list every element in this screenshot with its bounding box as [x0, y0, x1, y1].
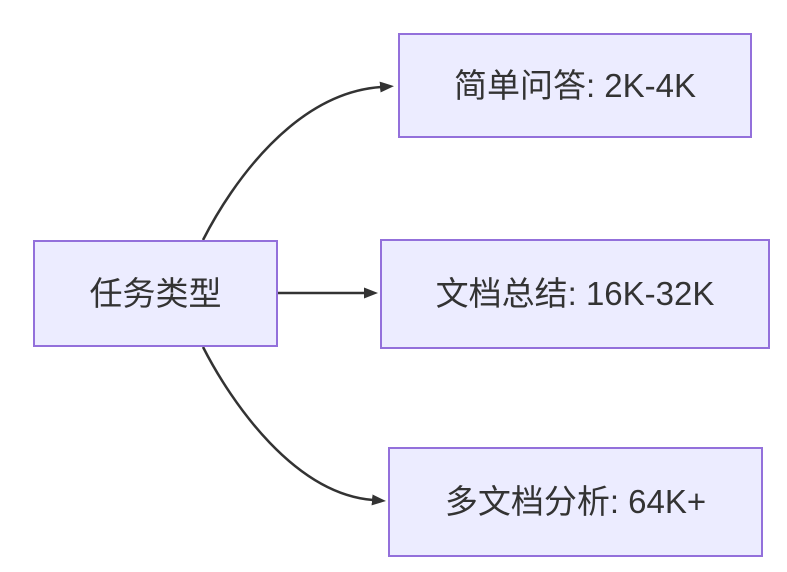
node-multi-doc-analysis: 多文档分析: 64K+	[388, 447, 763, 557]
edge-root-to-top	[201, 81, 394, 241]
node-doc-summary-label: 文档总结: 16K-32K	[435, 275, 715, 313]
node-task-type: 任务类型	[33, 240, 278, 347]
node-multi-doc-analysis-label: 多文档分析: 64K+	[444, 483, 707, 521]
node-task-type-label: 任务类型	[89, 274, 222, 312]
edge-root-to-bottom	[201, 346, 386, 506]
node-simple-qa: 简单问答: 2K-4K	[398, 33, 752, 138]
node-simple-qa-label: 简单问答: 2K-4K	[453, 66, 697, 104]
node-doc-summary: 文档总结: 16K-32K	[380, 239, 770, 349]
